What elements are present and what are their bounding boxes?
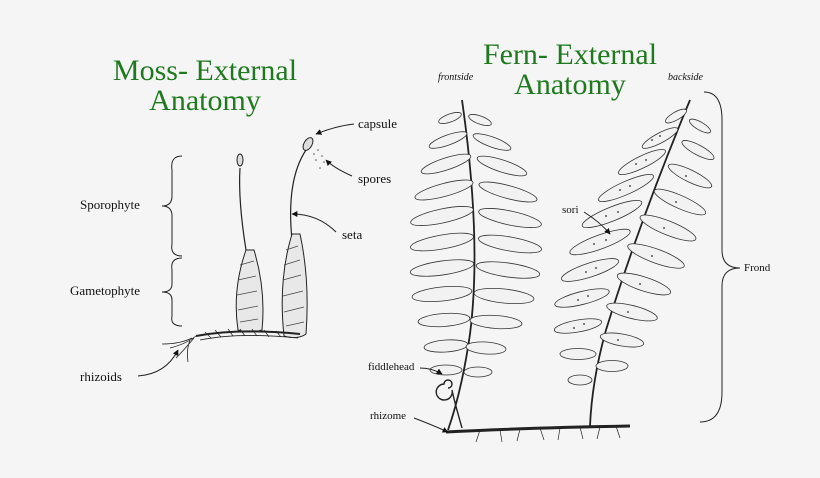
- moss-title-line2: Anatomy: [149, 84, 261, 117]
- label-fiddlehead: fiddlehead: [368, 361, 415, 373]
- moss-illustration: [137, 123, 355, 377]
- fern-roots: [475, 425, 621, 443]
- rhizome-arrow: [413, 417, 449, 433]
- fern-rachis-right: [589, 99, 691, 427]
- gametophyte-brace: [161, 257, 183, 327]
- fern-title-line2: Anatomy: [514, 68, 626, 101]
- label-seta: seta: [342, 227, 363, 242]
- fern-pinnae-left: [409, 112, 542, 378]
- label-sori: sori: [562, 204, 579, 216]
- label-rhizoids: rhizoids: [80, 369, 122, 384]
- moss-seta-left: [239, 167, 247, 251]
- fiddlehead-arrow: [419, 367, 443, 375]
- fern-illustration: [409, 91, 741, 443]
- moss-stem: [195, 330, 301, 337]
- label-gametophyte: Gametophyte: [70, 283, 141, 298]
- fiddlehead-coil: [435, 379, 463, 429]
- rhizoids-arrow: [137, 349, 179, 377]
- label-backside: backside: [668, 72, 703, 83]
- label-frond: Frond: [744, 262, 771, 274]
- moss-capsule-right: [302, 137, 314, 151]
- label-spores: spores: [358, 171, 392, 186]
- fern-rhizome: [445, 424, 631, 434]
- label-rhizome: rhizome: [370, 410, 407, 422]
- frond-brace: [699, 91, 741, 423]
- label-sporophyte: Sporophyte: [80, 197, 140, 212]
- sporophyte-brace: [161, 155, 183, 257]
- fern-title-line1: Fern- External: [482, 38, 658, 71]
- moss-leaf-hatching: [236, 245, 305, 327]
- moss-title-line1: Moss- External: [112, 54, 298, 87]
- capsule-arrow: [315, 123, 355, 135]
- spores-arrow: [325, 159, 353, 177]
- label-frontside: frontside: [438, 72, 474, 83]
- moss-title: Moss- External Anatomy: [80, 56, 330, 116]
- fern-pinnae-right: [553, 108, 715, 386]
- moss-seta-right: [290, 149, 307, 241]
- fern-rachis-left: [447, 99, 476, 431]
- seta-arrow: [291, 211, 337, 233]
- sori-arrow: [583, 211, 611, 235]
- fern-title: Fern- External Anatomy: [460, 40, 680, 100]
- spore-dots: [313, 149, 325, 169]
- moss-rhizoids: [161, 335, 197, 363]
- label-capsule: capsule: [358, 116, 397, 131]
- moss-gametophyte-right: [281, 233, 308, 339]
- fern-sori-dots: [573, 135, 687, 341]
- moss-capsule-left: [236, 153, 244, 167]
